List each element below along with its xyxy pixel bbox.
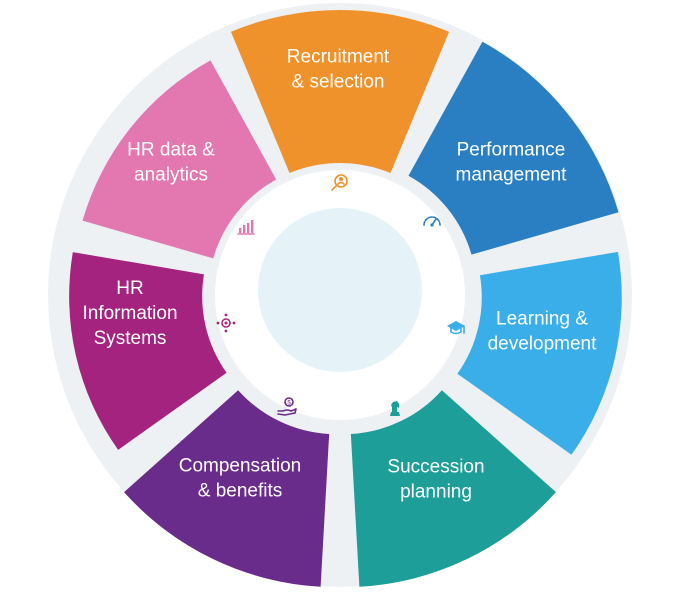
segment-label-line: analytics xyxy=(134,165,208,186)
segment-label-line: Performance xyxy=(457,140,566,161)
segment-label-line: Information xyxy=(82,303,177,324)
segment-label-compensation: Compensation & benefits xyxy=(179,456,302,502)
gauge-icon xyxy=(423,216,441,227)
segment-analytics xyxy=(82,60,277,259)
segment-label-line: planning xyxy=(400,482,472,503)
segment-label-line: development xyxy=(488,334,598,355)
gear-network-icon xyxy=(216,313,236,333)
svg-text:$: $ xyxy=(287,401,291,407)
segment-hris xyxy=(69,252,227,450)
segment-label-analytics: HR data & analytics xyxy=(127,140,215,186)
segment-recruitment xyxy=(230,9,450,174)
graduation-cap-icon xyxy=(447,321,465,335)
segment-label-line: Recruitment xyxy=(287,47,390,68)
segment-learning xyxy=(457,251,622,455)
segment-label-line: Compensation xyxy=(179,456,302,477)
segment-label-line: management xyxy=(456,165,568,186)
segment-label-line: & benefits xyxy=(198,481,283,502)
segment-label-recruitment: Recruitment & selection xyxy=(287,47,390,93)
segment-label-performance: Performance management xyxy=(456,140,568,186)
segment-label-line: Systems xyxy=(94,328,167,349)
segment-label-line: HR data & xyxy=(127,140,215,161)
segment-label-learning: Learning & development xyxy=(488,309,598,355)
money-hand-icon: $ xyxy=(277,397,297,416)
chess-knight-icon xyxy=(390,401,400,416)
segment-succession xyxy=(350,390,556,587)
segment-label-line: & selection xyxy=(292,72,385,93)
segment-label-line: HR xyxy=(116,278,143,299)
segment-performance xyxy=(408,41,619,255)
segment-label-line: Succession xyxy=(387,457,484,478)
bar-chart-icon xyxy=(237,220,255,235)
segment-label-succession: Succession planning xyxy=(387,457,484,503)
segment-compensation xyxy=(124,390,330,587)
center-circle xyxy=(258,208,422,372)
person-search-icon xyxy=(331,174,348,191)
segment-label-line: Learning & xyxy=(496,309,588,330)
